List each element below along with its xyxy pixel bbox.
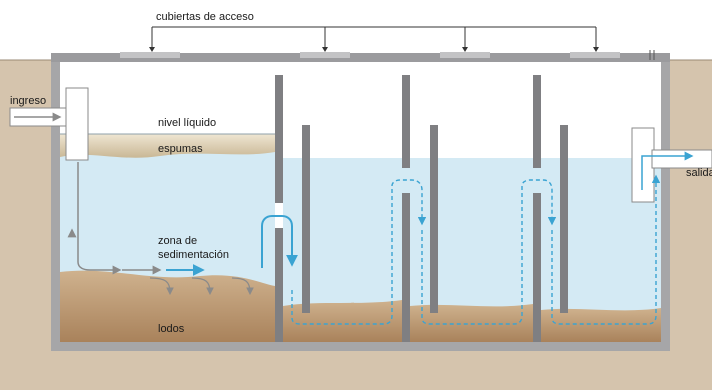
settling-arrow-1 [149,277,174,296]
outlet-pipe [631,127,712,203]
label-access-covers: cubiertas de acceso [156,11,254,23]
baffle-2-lower [402,193,410,342]
baffle-1-upper [275,75,283,203]
label-settling-zone-line2: sedimentación [158,249,229,261]
flow-path-dashed-chamber-2 [291,179,427,325]
flow-path-dashed-chamber-4 [551,174,661,325]
access-covers-callout [151,26,597,50]
flow-path-dashed-chamber-3 [421,179,557,325]
tank-top-slab [51,53,670,62]
baffle-3-upper [533,75,541,168]
label-liquid-level: nivel líquido [158,117,216,129]
label-sludge: lodos [158,323,185,335]
sludge-chamber-2 [283,300,402,342]
flow-path-blue-2 [261,215,298,268]
scum-layer [60,134,275,158]
sludge-chamber-4 [541,308,661,342]
access-cover-2 [300,52,350,58]
callout-arrowheads [149,47,599,52]
flow-path-gray-1 [77,162,122,275]
settling-arrow-2 [191,277,214,296]
baffle-3-lower [533,193,541,342]
label-outlet: salida [686,167,712,179]
baffle-2-upper [402,75,410,168]
baffle-1-lower [275,228,283,342]
hanging-baffle-1 [302,125,310,313]
outlet-flow-arrow [641,151,694,190]
hanging-baffle-3 [560,125,568,313]
label-settling-zone-line1: zona de [158,235,197,247]
access-cover-4 [570,52,620,58]
hanging-baffle-2 [430,125,438,313]
label-scum: espumas [158,143,203,155]
access-cover-3 [440,52,490,58]
settling-arrow-3 [231,277,254,296]
label-inlet: ingreso [10,95,46,107]
access-cover-1 [120,52,180,58]
sludge-chamber-3 [410,304,533,342]
sludge-chamber-1 [60,270,275,342]
